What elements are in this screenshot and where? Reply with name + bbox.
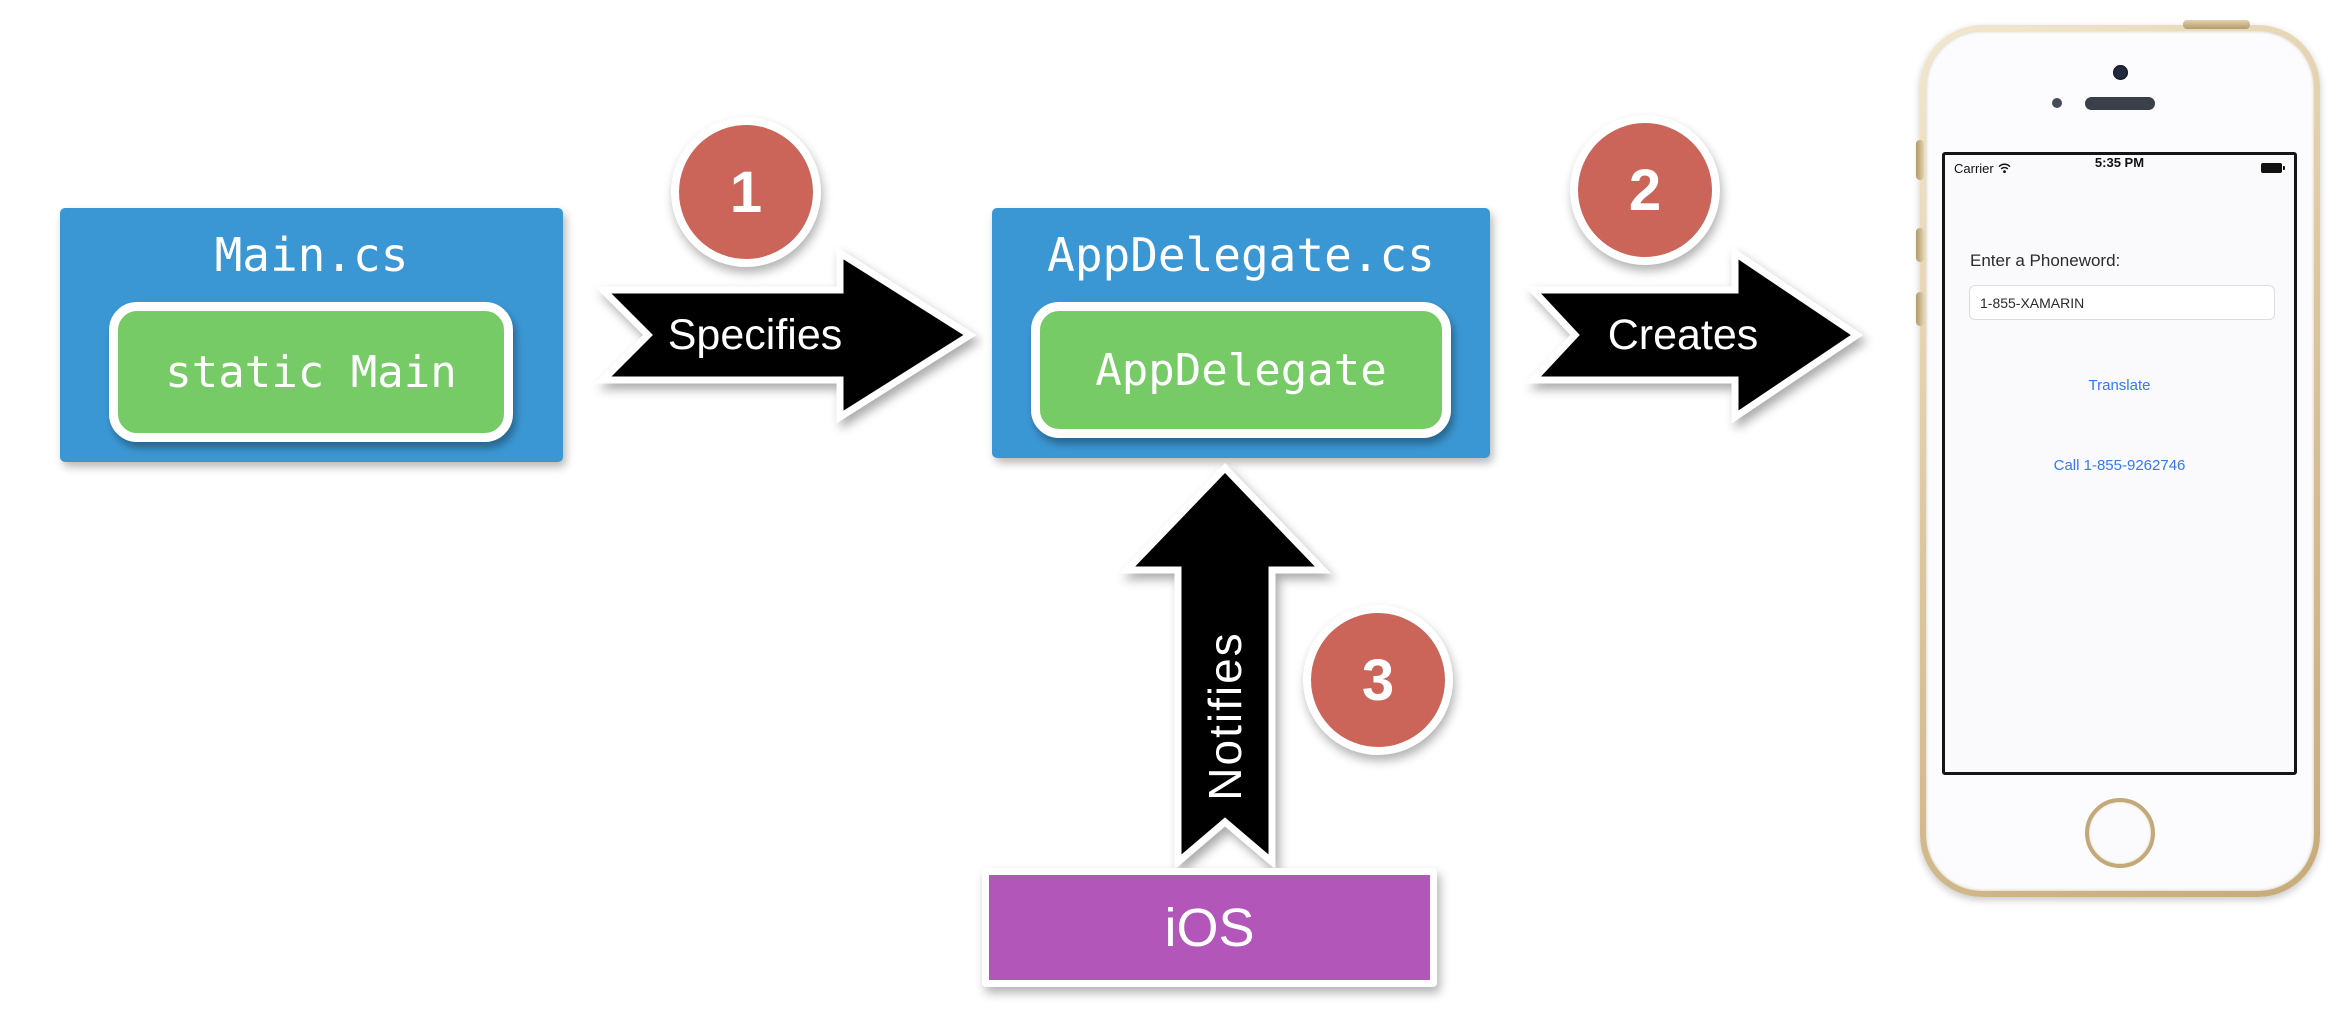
battery-tip [2283,166,2285,170]
step-badge-3: 3 [1303,605,1453,755]
iphone: Carrier 5:35 PM Enter a Phoneword: [1916,20,2320,897]
static-main-label: static Main [165,346,457,398]
static-main-box: static Main [109,302,513,442]
phoneword-prompt-label: Enter a Phoneword: [1970,251,2121,270]
notifies-arrow: Notifies [1118,462,1332,870]
status-bar: Carrier [1945,155,2294,181]
specifies-arrow-shape [594,246,977,424]
step-badge-1-number: 1 [729,159,763,225]
step-badge-3-number: 3 [1361,647,1395,713]
carrier-label: Carrier [1954,160,1994,176]
volume-down-button [1916,292,1924,326]
phoneword-input-value: 1-855-XAMARIN [1980,294,2085,311]
notifies-arrow-label: Notifies [1199,631,1251,800]
mute-switch [1916,140,1924,180]
front-camera-icon [2113,65,2128,80]
translate-button[interactable]: Translate [2088,377,2151,394]
appdelegate-cs-box: AppDelegate.cs AppDelegate [992,208,1490,458]
battery-body [2261,163,2282,173]
clock-label: 5:35 PM [2094,155,2145,170]
power-button [2183,20,2250,29]
proximity-sensor-icon [2052,98,2062,108]
call-button[interactable]: Call 1-855-9262746 [2053,457,2186,474]
specifies-arrow-label: Specifies [668,311,842,359]
creates-arrow: Creates [1524,246,1864,424]
carrier-wrap: Carrier [1954,161,2011,176]
main-cs-box: Main.cs static Main [60,208,563,462]
appdelegate-box-inner: AppDelegate [1031,302,1451,438]
creates-arrow-label: Creates [1608,311,1759,359]
battery-icon [2261,163,2285,173]
ios-box: iOS [982,868,1437,987]
appdelegate-label: AppDelegate [1095,344,1387,396]
specifies-arrow: Specifies [594,246,977,424]
phoneword-input[interactable]: 1-855-XAMARIN [1969,285,2275,320]
wifi-icon [1998,163,2011,173]
app-screen: Carrier 5:35 PM Enter a Phoneword: [1942,152,2297,775]
earpiece-speaker [2085,97,2155,110]
notifies-arrow-shape [1118,462,1332,870]
main-cs-title: Main.cs [214,228,409,282]
step-badge-2: 2 [1570,115,1720,265]
iphone-body: Carrier 5:35 PM Enter a Phoneword: [1926,31,2314,891]
step-badge-1: 1 [671,117,821,267]
appdelegate-cs-title: AppDelegate.cs [1047,228,1435,282]
ios-label: iOS [1164,897,1255,958]
creates-arrow-shape [1524,246,1864,424]
volume-up-button [1916,228,1924,262]
step-badge-2-number: 2 [1628,157,1662,223]
home-button[interactable] [2085,798,2155,868]
